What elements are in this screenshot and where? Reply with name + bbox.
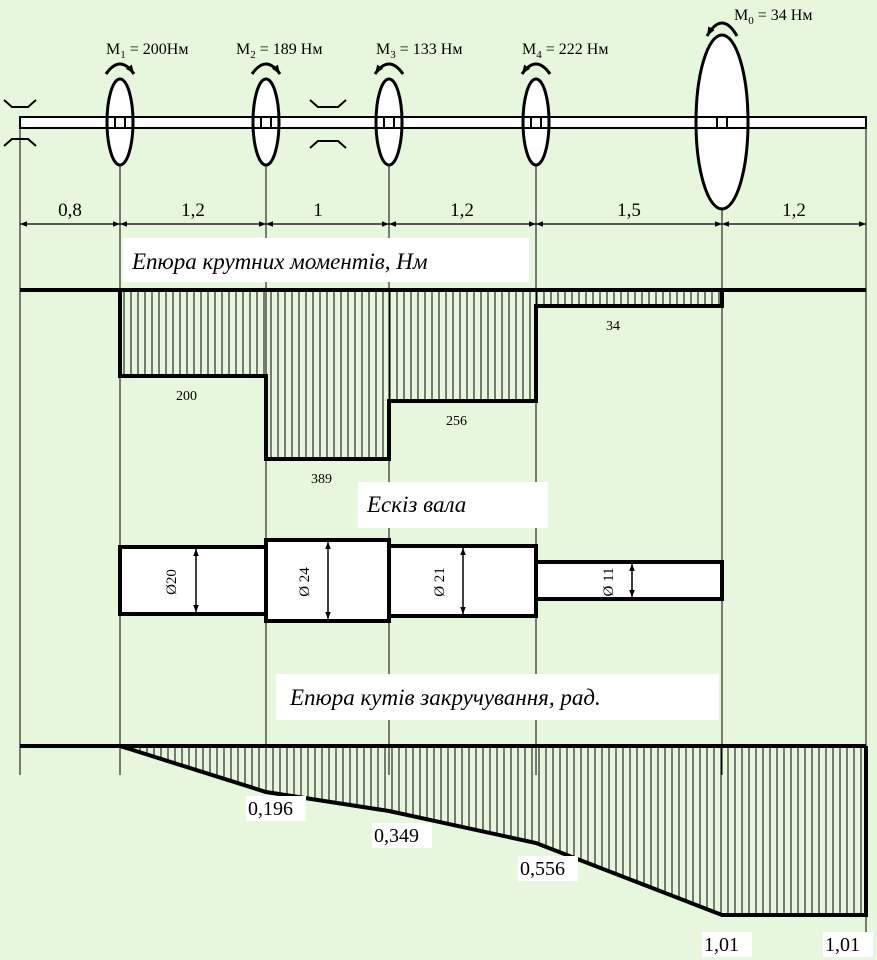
torque-label-2: M2 = 189 Нм	[236, 41, 322, 61]
torque-label-0: M0 = 34 Нм	[734, 7, 812, 27]
diameter-label-2: Ø 24	[297, 567, 313, 597]
torque-diagram: Епюра крутних моментів, Нм 200 389 256 3…	[20, 238, 866, 487]
shaft-sketch-title: Ескіз вала	[366, 492, 466, 517]
segment-length-3: 1	[313, 200, 323, 221]
torque-value-34: 34	[606, 319, 620, 334]
torque-arrow-1-icon	[104, 62, 136, 75]
torque-label-3: M3 = 133 Нм	[376, 41, 462, 61]
torque-label-1: M1 = 200Нм	[106, 41, 188, 61]
diameter-label-4: Ø 11	[601, 567, 617, 596]
torque-arrow-3-icon	[373, 62, 405, 75]
shaft-step-4	[534, 560, 724, 601]
angle-value-4: 1,01	[704, 934, 739, 956]
segment-length-1: 0,8	[58, 200, 82, 221]
torque-value-200: 200	[176, 389, 197, 404]
shaft-sketch: Ескіз вала Ø20 Ø 24 Ø 21 Ø 11	[118, 482, 724, 623]
shaft-step-1	[118, 545, 268, 616]
torque-label-4: M4 = 222 Нм	[522, 41, 608, 61]
angle-value-5: 1,01	[825, 934, 860, 956]
angle-diagram-outline	[119, 744, 868, 917]
torque-diagram-title: Епюра крутних моментів, Нм	[131, 249, 428, 274]
angle-value-3: 0,556	[520, 858, 565, 880]
torque-arrow-2-icon	[250, 62, 282, 75]
segment-length-6: 1,2	[782, 200, 806, 221]
angle-diagram: Епюра кутів закручування, рад. 0,196 0,3…	[20, 674, 873, 957]
torque-value-389: 389	[311, 472, 332, 487]
angle-value-1: 0,196	[248, 798, 293, 820]
shaft-scheme: M1 = 200Нм M2 = 189 Нм M3 = 133 Нм M4 = …	[3, 7, 867, 211]
segment-length-5: 1,5	[617, 200, 641, 221]
segment-dimensions: 0,8 1,2 1 1,2 1,5 1,2	[20, 200, 866, 227]
torque-diagram-outline	[118, 290, 724, 461]
angle-value-2: 0,349	[374, 825, 419, 847]
bearing-middle-icon	[309, 99, 347, 149]
torque-arrow-0-icon	[705, 21, 739, 37]
torque-hatching	[123, 290, 720, 459]
segment-length-2: 1,2	[181, 200, 205, 221]
angle-diagram-title: Епюра кутів закручування, рад.	[289, 685, 601, 710]
torque-arrow-4-icon	[520, 62, 552, 75]
angle-hatching	[125, 746, 862, 915]
torque-value-256: 256	[446, 414, 467, 429]
segment-length-4: 1,2	[450, 200, 474, 221]
diameter-label-3: Ø 21	[432, 567, 448, 597]
diameter-label-1: Ø20	[164, 569, 180, 595]
